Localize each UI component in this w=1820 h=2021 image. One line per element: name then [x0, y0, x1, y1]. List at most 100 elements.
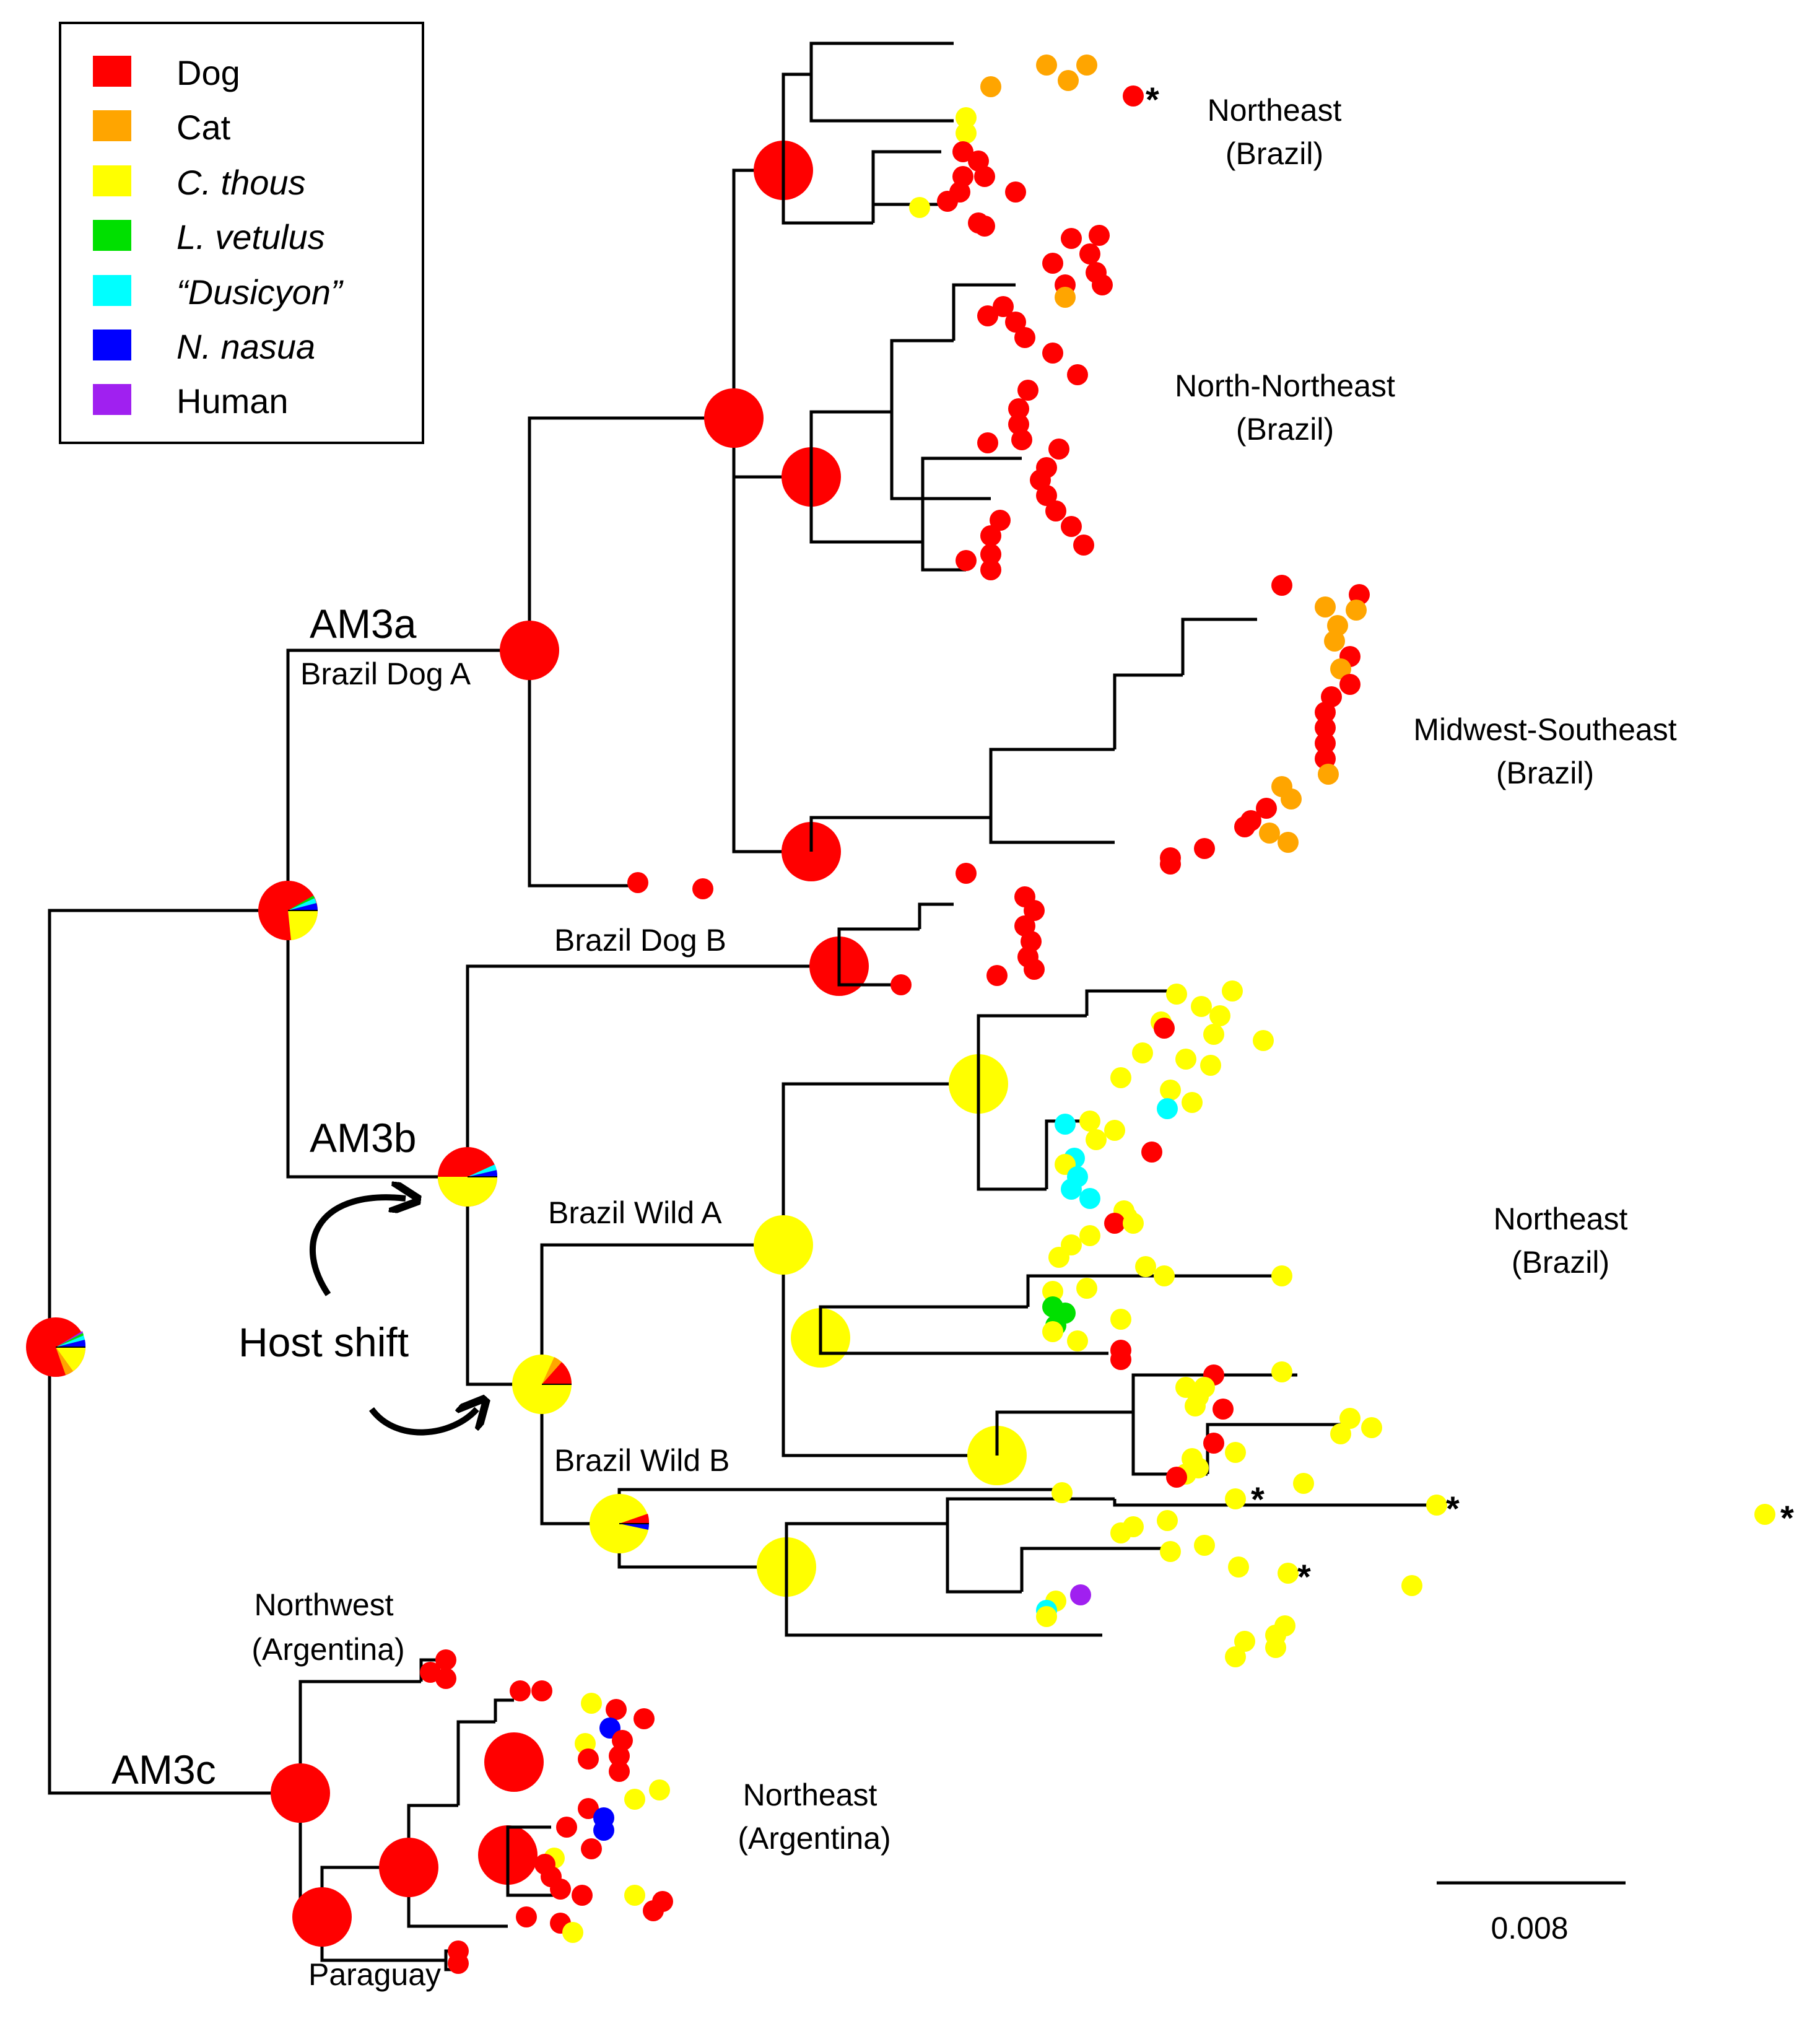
tip [1132, 1042, 1153, 1063]
tip [1175, 1049, 1196, 1070]
legend-item-dog: Dog [93, 53, 240, 92]
tip [1361, 1417, 1382, 1438]
label-brazil-wild-b: Brazil Wild B [554, 1443, 729, 1478]
tip [1042, 253, 1063, 274]
region-northeast-argentina-line1: Northeast [743, 1778, 877, 1812]
tip [1225, 1646, 1246, 1667]
tip [956, 863, 977, 884]
tip [578, 1748, 599, 1770]
tip [516, 1906, 537, 1927]
tip [1185, 1395, 1206, 1416]
root-node-pie [26, 1317, 86, 1377]
label-am3a: AM3a [310, 601, 417, 647]
tip [581, 1838, 602, 1859]
clade-brazil-wild-b-tips [785, 1473, 1775, 1667]
asterisk: * [1146, 80, 1159, 119]
legend-swatch-n-nasua [93, 330, 131, 360]
tip [1110, 1067, 1131, 1088]
tip [1157, 1510, 1178, 1531]
tip [937, 191, 958, 212]
tip [1315, 596, 1336, 618]
label-brazil-wild-a: Brazil Wild A [548, 1195, 722, 1230]
tip [1346, 600, 1367, 621]
tip [1225, 1488, 1246, 1509]
tip [1055, 1114, 1076, 1135]
tip [1104, 1120, 1125, 1141]
tip [1213, 1399, 1234, 1420]
tip [550, 1879, 571, 1900]
tip [1076, 55, 1097, 76]
tip [581, 1693, 602, 1714]
tip [448, 1953, 469, 1974]
tip [1182, 1092, 1203, 1113]
legend-item-c-thous: C. thous [93, 163, 306, 202]
tip [1011, 429, 1032, 450]
clade-midwest-southeast-brazil-tips [627, 575, 1370, 899]
tip [890, 974, 912, 995]
tip [1048, 439, 1069, 460]
region-northwest-argentina-line2: (Argentina) [251, 1632, 404, 1667]
legend-swatch-human [93, 384, 131, 415]
tip [1315, 733, 1336, 754]
label-am3c: AM3c [111, 1747, 216, 1792]
am3a-crown-node [704, 388, 764, 448]
tip [977, 305, 998, 326]
wild-b-node-pie [590, 1494, 650, 1553]
tip [1426, 1495, 1447, 1516]
asterisk: * [1297, 1557, 1311, 1596]
tip [1157, 1098, 1178, 1119]
tip [624, 1789, 645, 1810]
tip [1160, 1541, 1181, 1562]
legend-item-cat: Cat [93, 108, 231, 147]
host-shift-arrow-upper [310, 1197, 406, 1296]
legend-swatch-c-thous [93, 165, 131, 196]
tip [980, 76, 1001, 97]
tip [980, 559, 1001, 580]
tip [1271, 1265, 1292, 1286]
tip [1256, 798, 1277, 819]
tip [956, 107, 977, 128]
tip [1024, 900, 1045, 921]
tip [1042, 343, 1063, 364]
scale-bar: 0.008 [1437, 1881, 1626, 1945]
tip [578, 1798, 599, 1819]
asterisk-marks: * * * * * [1146, 80, 1794, 1596]
wild-a-branch [782, 1082, 978, 1457]
tip [1293, 1473, 1314, 1494]
am3c-sub-node [379, 1838, 438, 1897]
region-northeast-argentina-line2: (Argentina) [738, 1821, 890, 1856]
asterisk: * [1251, 1480, 1265, 1519]
tip [1191, 996, 1212, 1017]
tip [980, 544, 1001, 565]
tip [977, 432, 998, 453]
tip [1315, 702, 1336, 723]
tip [1330, 1423, 1351, 1444]
legend-label-dusicyon: “Dusicyon” [176, 273, 344, 312]
clade-labels: AM3a Brazil Dog A AM3b Brazil Dog B Braz… [111, 601, 729, 1792]
tip [1123, 1213, 1144, 1234]
tip [1234, 816, 1255, 837]
tip [1079, 1188, 1100, 1209]
tip [1017, 380, 1038, 401]
tip [1135, 1256, 1156, 1277]
tip [634, 1708, 655, 1729]
tip [1318, 764, 1339, 785]
tip [1061, 1179, 1082, 1200]
tip [606, 1699, 627, 1720]
tip [1079, 1225, 1100, 1246]
tip [1160, 853, 1181, 875]
tip [1058, 70, 1079, 91]
tip [1225, 1442, 1246, 1463]
tip [1228, 1556, 1249, 1578]
legend-label-human: Human [176, 382, 289, 421]
tip [1123, 85, 1144, 107]
tip [1048, 1247, 1069, 1268]
wild-a-node [754, 1215, 813, 1275]
clade-northeast-brazil-tips [782, 41, 1144, 237]
tip [624, 1885, 645, 1906]
tip [1036, 55, 1057, 76]
tip [1005, 312, 1026, 333]
tip [993, 296, 1014, 317]
region-labels: Northeast (Brazil) North-Northeast (Braz… [251, 93, 1676, 1992]
